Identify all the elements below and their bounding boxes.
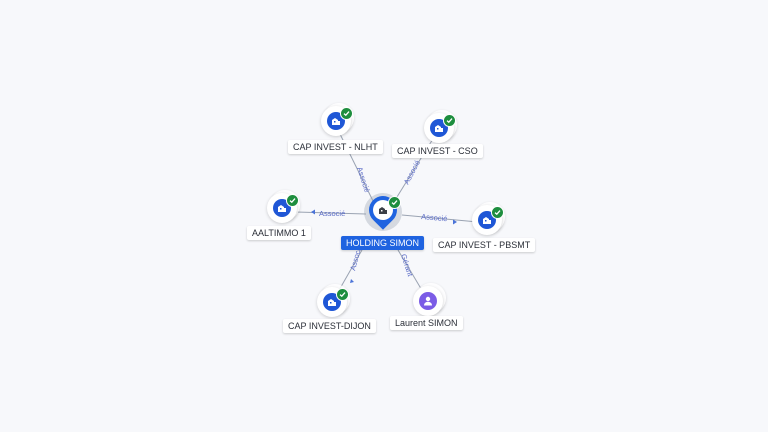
node-label-aaltimmo[interactable]: AALTIMMO 1 — [247, 226, 311, 240]
building-icon — [379, 207, 387, 214]
person-icon — [424, 296, 432, 306]
edge-aaltimmo — [295, 211, 367, 215]
node-label-nlht[interactable]: CAP INVEST - NLHT — [288, 140, 383, 154]
edge-label-pbsmt: Associé — [421, 212, 448, 223]
edge-laurent — [397, 249, 424, 293]
edge-arrow-pbsmt — [453, 219, 457, 225]
building-icon — [328, 299, 336, 306]
check-icon — [339, 292, 346, 298]
node-label-laurent[interactable]: Laurent SIMON — [390, 316, 463, 330]
building-icon — [435, 125, 443, 132]
edge-label-laurent: Gérant — [399, 253, 415, 278]
building-icon — [278, 205, 286, 212]
edge-arrow-dijon — [350, 279, 354, 283]
edge-label-cso: Associé — [402, 159, 422, 186]
check-icon — [343, 111, 350, 117]
building-icon — [332, 118, 340, 125]
check-icon — [391, 200, 398, 206]
node-label-pbsmt[interactable]: CAP INVEST - PBSMT — [433, 238, 536, 252]
edge-arrow-aaltimmo — [311, 209, 315, 215]
node-label-cso[interactable]: CAP INVEST - CSO — [392, 144, 483, 158]
check-icon — [494, 210, 501, 216]
node-label-holding-simon[interactable]: HOLDING SIMON — [341, 236, 425, 250]
check-icon — [446, 118, 453, 124]
node-label-dijon[interactable]: CAP INVEST-DIJON — [283, 319, 376, 333]
edge-pbsmt — [401, 214, 479, 223]
edge-label-nlht: Associé — [355, 166, 372, 194]
building-icon — [483, 217, 491, 224]
edge-label-aaltimmo: Associé — [319, 209, 345, 218]
check-icon — [289, 198, 296, 204]
